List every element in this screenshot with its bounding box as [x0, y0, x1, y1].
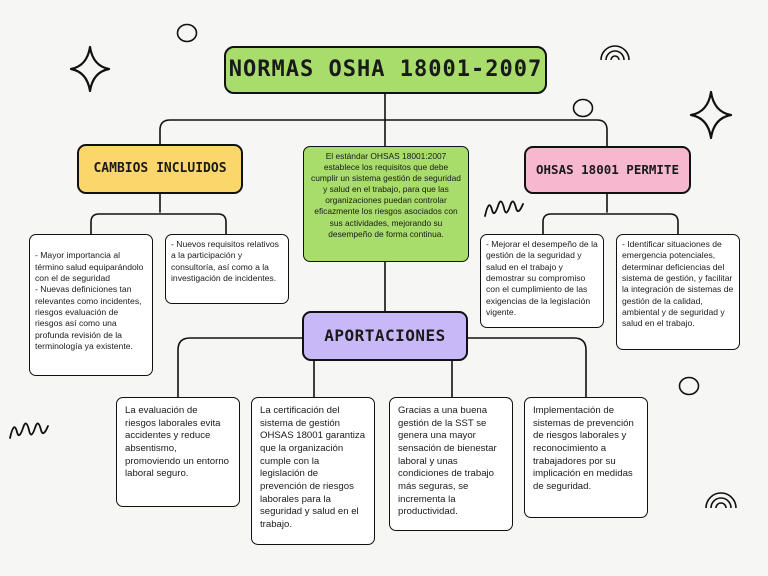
aportacion-item-4: Implementación de sistemas de prevención… — [524, 397, 648, 518]
center-text: El estándar OHSAS 18001:2007 establece l… — [311, 151, 461, 239]
item-text: La evaluación de riesgos laborales evita… — [125, 405, 229, 479]
rainbow-arc-icon — [598, 40, 632, 62]
ohsas-permite-node: OHSAS 18001 PERMITE — [524, 146, 691, 194]
aportacion-item-1: La evaluación de riesgos laborales evita… — [116, 397, 240, 507]
aportacion-item-2: La certificación del sistema de gestión … — [251, 397, 375, 545]
circle-icon — [677, 375, 701, 397]
aportacion-item-3: Gracias a una buena gestión de la SST se… — [389, 397, 513, 531]
page-title: NORMAS OSHA 18001-2007 — [224, 46, 547, 94]
sparkle-icon — [68, 44, 112, 94]
aportaciones-node: APORTACIONES — [302, 311, 468, 361]
cambios-note-1: - Mayor importancia al término salud equ… — [29, 234, 153, 376]
circle-icon — [175, 22, 199, 44]
permite-note-2: - Identificar situaciones de emergencia … — [616, 234, 740, 350]
aportaciones-label: APORTACIONES — [324, 325, 446, 346]
item-text: Implementación de sistemas de prevención… — [533, 405, 634, 492]
note-text: - Nuevos requisitos relativos a la parti… — [171, 239, 279, 283]
circle-icon — [571, 97, 595, 119]
cambios-incluidos-node: CAMBIOS INCLUIDOS — [77, 144, 243, 194]
rainbow-arc-icon — [703, 488, 739, 510]
squiggle-icon — [6, 418, 52, 444]
squiggle-icon — [481, 196, 527, 222]
cambios-note-2: - Nuevos requisitos relativos a la parti… — [165, 234, 289, 304]
note-text: - Mejorar el desempeño de la gestión de … — [486, 239, 598, 317]
title-text: NORMAS OSHA 18001-2007 — [229, 55, 542, 84]
note-text: - Mayor importancia al término salud equ… — [35, 250, 143, 351]
permite-label: OHSAS 18001 PERMITE — [536, 162, 679, 179]
center-description-node: El estándar OHSAS 18001:2007 establece l… — [303, 146, 469, 262]
cambios-label: CAMBIOS INCLUIDOS — [93, 160, 226, 177]
item-text: La certificación del sistema de gestión … — [260, 405, 365, 530]
permite-note-1: - Mejorar el desempeño de la gestión de … — [480, 234, 604, 328]
item-text: Gracias a una buena gestión de la SST se… — [398, 405, 497, 517]
sparkle-icon — [688, 89, 734, 141]
note-text: - Identificar situaciones de emergencia … — [622, 239, 733, 328]
